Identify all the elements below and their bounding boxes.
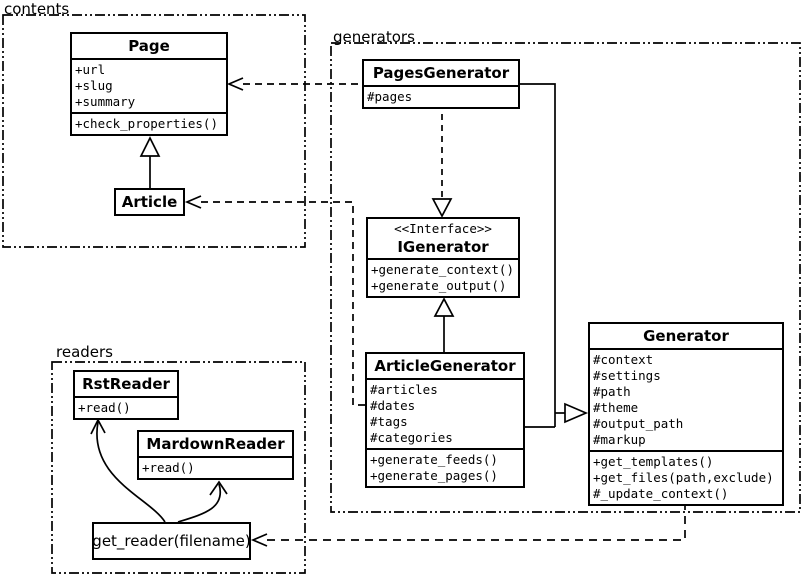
method: +get_files(path,exclude) bbox=[593, 470, 774, 485]
dependency-articlegenerator-to-article bbox=[184, 195, 365, 406]
generalization-articlegenerator-to-igenerator bbox=[433, 297, 455, 352]
class-igenerator-header: <<Interface>> IGenerator bbox=[368, 219, 518, 260]
method: +get_templates() bbox=[593, 454, 714, 469]
class-mardownreader-name: MardownReader bbox=[139, 432, 292, 458]
method: #_update_context() bbox=[593, 486, 729, 501]
class-generator-methods: +get_templates() +get_files(path,exclude… bbox=[590, 450, 782, 504]
class-page-attributes: +url +slug +summary bbox=[72, 60, 226, 112]
method: +check_properties() bbox=[75, 116, 218, 131]
class-pagesgenerator-attributes: #pages bbox=[364, 87, 518, 107]
attribute: #path bbox=[593, 384, 631, 399]
class-generator-name: Generator bbox=[590, 324, 782, 350]
class-igenerator: <<Interface>> IGenerator +generate_conte… bbox=[366, 217, 520, 298]
generalization-article-to-page bbox=[139, 136, 161, 188]
method: +read() bbox=[78, 400, 131, 415]
class-articlegenerator: ArticleGenerator #articles #dates #tags … bbox=[365, 352, 525, 488]
attribute: #categories bbox=[370, 430, 453, 445]
arrow-getreader-to-mardownreader bbox=[177, 480, 228, 523]
dependency-pagesgenerator-to-page bbox=[226, 77, 362, 91]
class-igenerator-name: IGenerator bbox=[397, 238, 489, 256]
node-get-reader: get_reader(filename) bbox=[92, 522, 251, 560]
dependency-generator-to-getreader bbox=[250, 502, 686, 547]
attribute: #output_path bbox=[593, 416, 684, 431]
attribute: #theme bbox=[593, 400, 639, 415]
class-igenerator-methods: +generate_context() +generate_output() bbox=[368, 260, 518, 296]
package-border-readers bbox=[51, 361, 306, 574]
class-igenerator-stereotype: <<Interface>> bbox=[394, 221, 492, 236]
class-rstreader-methods: +read() bbox=[75, 398, 177, 418]
class-pagesgenerator: PagesGenerator #pages bbox=[362, 59, 520, 109]
method: +generate_feeds() bbox=[370, 452, 498, 467]
attribute: #pages bbox=[367, 89, 413, 104]
package-label-generators: generators bbox=[333, 28, 415, 46]
generalization-generators-to-generator bbox=[520, 83, 589, 428]
attribute: +slug bbox=[75, 78, 113, 93]
class-articlegenerator-attributes: #articles #dates #tags #categories bbox=[367, 380, 523, 448]
class-mardownreader-methods: +read() bbox=[139, 458, 292, 478]
method: +generate_pages() bbox=[370, 468, 498, 483]
realization-pagesgenerator-to-igenerator bbox=[431, 103, 453, 218]
class-page: Page +url +slug +summary +check_properti… bbox=[70, 32, 228, 136]
class-page-name: Page bbox=[72, 34, 226, 60]
attribute: #settings bbox=[593, 368, 661, 383]
method: +generate_context() bbox=[371, 262, 514, 277]
attribute: #articles bbox=[370, 382, 438, 397]
class-generator-attributes: #context #settings #path #theme #output_… bbox=[590, 350, 782, 450]
method: +generate_output() bbox=[371, 278, 507, 293]
class-article: Article bbox=[114, 188, 185, 216]
attribute: #dates bbox=[370, 398, 416, 413]
class-generator: Generator #context #settings #path #them… bbox=[588, 322, 784, 506]
class-pagesgenerator-name: PagesGenerator bbox=[364, 61, 518, 87]
class-mardownreader: MardownReader +read() bbox=[137, 430, 294, 480]
class-articlegenerator-methods: +generate_feeds() +generate_pages() bbox=[367, 448, 523, 486]
class-article-name: Article bbox=[121, 193, 178, 211]
attribute: #tags bbox=[370, 414, 408, 429]
class-rstreader-name: RstReader bbox=[75, 372, 177, 398]
package-label-readers: readers bbox=[56, 343, 113, 361]
attribute: +url bbox=[75, 62, 106, 77]
package-label-contents: contents bbox=[4, 0, 70, 18]
package-border-generators bbox=[330, 42, 801, 513]
attribute: #context bbox=[593, 352, 654, 367]
arrow-getreader-to-rstreader bbox=[90, 418, 166, 523]
attribute: #markup bbox=[593, 432, 646, 447]
class-page-methods: +check_properties() bbox=[72, 112, 226, 134]
package-border-contents bbox=[2, 14, 306, 248]
class-rstreader: RstReader +read() bbox=[73, 370, 179, 420]
node-get-reader-label: get_reader(filename) bbox=[92, 532, 251, 550]
class-articlegenerator-name: ArticleGenerator bbox=[367, 354, 523, 380]
attribute: +summary bbox=[75, 94, 136, 109]
method: +read() bbox=[142, 460, 195, 475]
